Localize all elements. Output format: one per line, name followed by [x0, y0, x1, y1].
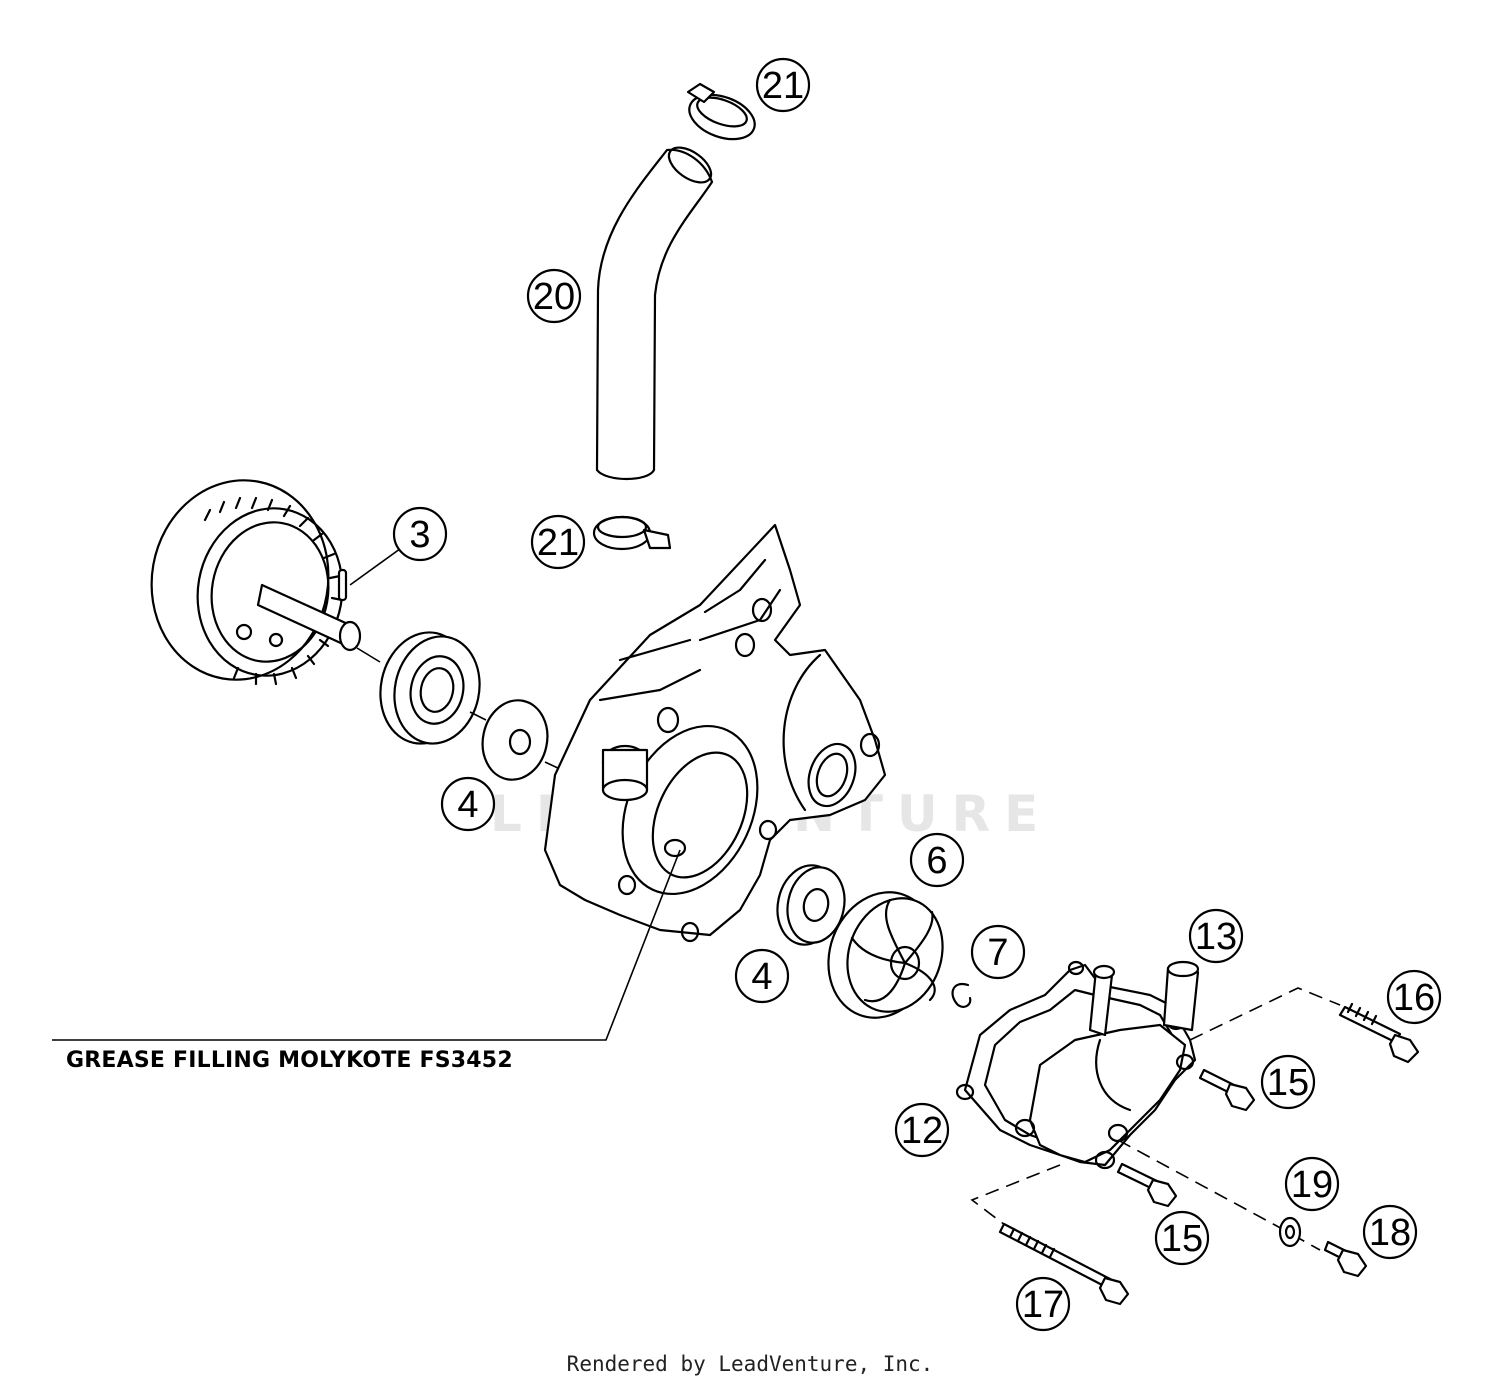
assembly-line-16 [1189, 987, 1341, 1041]
pump-cover-and-gasket [955, 960, 1200, 1170]
impeller [827, 891, 944, 1019]
svg-text:3: 3 [409, 514, 430, 556]
callout-6: 6 [909, 832, 965, 888]
svg-text:15: 15 [1161, 1218, 1203, 1260]
pump-housing [543, 523, 887, 943]
bolt-18 [1323, 1240, 1368, 1278]
callout-12: 12 [894, 1102, 950, 1158]
assembly-line-18 [1117, 1139, 1321, 1251]
footer-credit: Rendered by LeadVenture, Inc. [566, 1352, 934, 1376]
callout-7: 7 [970, 924, 1026, 980]
circlip [951, 982, 972, 1008]
callout-16: 16 [1386, 969, 1442, 1025]
callout-21-top: 21 [755, 57, 811, 113]
bolt-15-lower [1116, 1162, 1178, 1208]
svg-text:7: 7 [987, 932, 1008, 974]
svg-text:16: 16 [1393, 977, 1435, 1019]
svg-text:21: 21 [762, 65, 804, 107]
callout-3: 3 [392, 506, 448, 562]
bearing-upper [356, 631, 481, 745]
grease-filling-note: GREASE FILLING MOLYKOTE FS3452 [66, 1048, 513, 1073]
hose-clamp-bottom [592, 515, 672, 551]
callout-13: 13 [1188, 908, 1244, 964]
callout-4-upper: 4 [440, 776, 496, 832]
svg-text:12: 12 [901, 1110, 943, 1152]
drive-gear-assembly [150, 479, 362, 686]
hose-clamp-top [686, 82, 756, 141]
callout-18: 18 [1362, 1204, 1418, 1260]
bolt-17 [998, 1222, 1130, 1306]
callout-21-bottom: 21 [530, 514, 586, 570]
shaft-seal-upper [469, 699, 576, 781]
svg-text:15: 15 [1267, 1062, 1309, 1104]
svg-text:6: 6 [926, 840, 947, 882]
bolt-16 [1338, 1002, 1420, 1064]
svg-text:18: 18 [1369, 1212, 1411, 1254]
callout-20: 20 [526, 268, 582, 324]
callout-15-upper: 15 [1260, 1054, 1316, 1110]
callout-19: 19 [1284, 1156, 1340, 1212]
grease-note-leader [52, 849, 681, 1041]
svg-text:20: 20 [533, 276, 575, 318]
svg-text:17: 17 [1022, 1284, 1064, 1326]
bolt-15-upper [1198, 1068, 1256, 1112]
assembly-line-17 [970, 1164, 1061, 1226]
callout-17: 17 [1015, 1276, 1071, 1332]
washer-19 [1278, 1216, 1302, 1248]
svg-text:4: 4 [751, 956, 772, 998]
dowel-pin [337, 545, 405, 602]
svg-text:4: 4 [457, 784, 478, 826]
bearing-lower [776, 864, 846, 946]
svg-text:21: 21 [537, 522, 579, 564]
coolant-hose [595, 146, 714, 480]
callout-4-lower: 4 [734, 948, 790, 1004]
svg-text:19: 19 [1291, 1164, 1333, 1206]
svg-text:13: 13 [1195, 916, 1237, 958]
callout-15-lower: 15 [1154, 1210, 1210, 1266]
